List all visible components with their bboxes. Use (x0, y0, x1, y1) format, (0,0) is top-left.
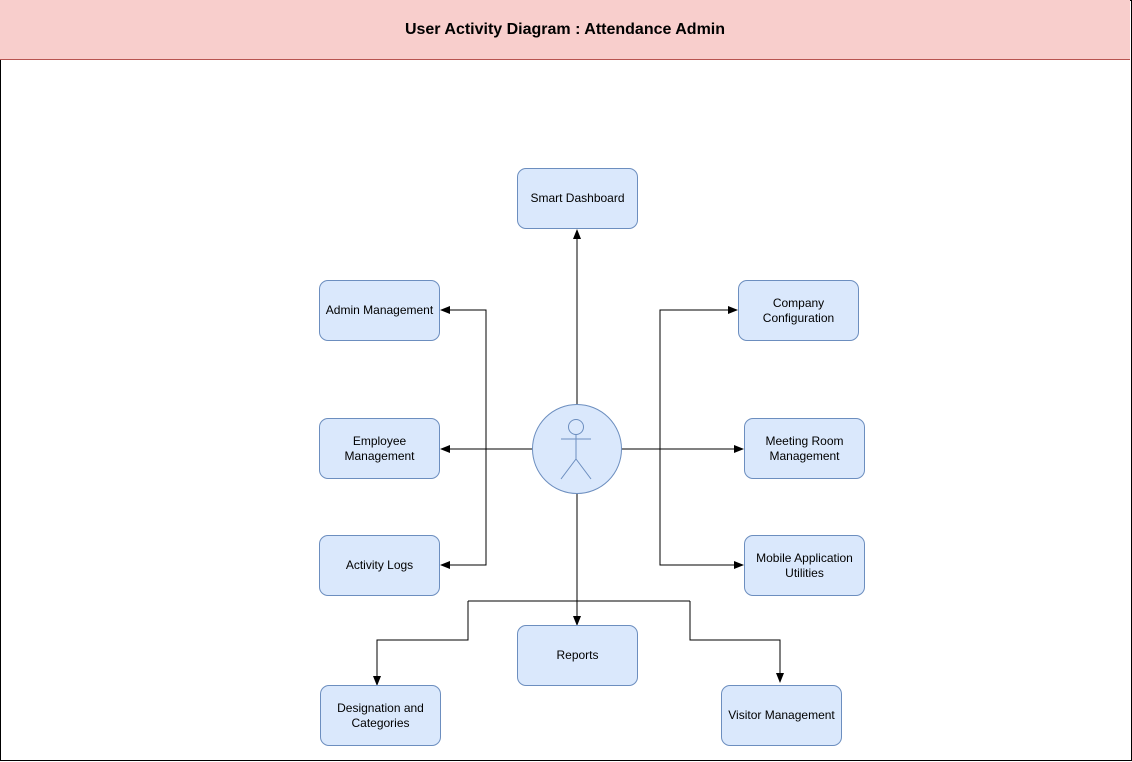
edge-to-company-configuration (659, 306, 738, 449)
node-smart-dashboard[interactable]: Smart Dashboard (517, 168, 638, 229)
node-activity-logs[interactable]: Activity Logs (319, 535, 440, 596)
node-designation-and-categories[interactable]: Designation and Categories (320, 685, 441, 746)
edge-to-designation-and-categories (373, 601, 469, 686)
edge-to-mobile-application-utilities (659, 449, 744, 569)
diagram-title: User Activity Diagram : Attendance Admin (404, 20, 726, 38)
diagram-header: User Activity Diagram : Attendance Admin (0, 0, 1130, 60)
stick-figure-actor-icon (560, 419, 592, 480)
node-visitor-management[interactable]: Visitor Management (721, 685, 842, 746)
edge-to-visitor-management (689, 601, 784, 683)
node-admin-management[interactable]: Admin Management (319, 280, 440, 341)
edge-to-admin-management (440, 306, 487, 449)
node-reports[interactable]: Reports (517, 625, 638, 686)
actor-node[interactable] (532, 404, 622, 494)
node-employee-management[interactable]: Employee Management (319, 418, 440, 479)
node-company-configuration[interactable]: Company Configuration (738, 280, 859, 341)
node-meeting-room-management[interactable]: Meeting Room Management (744, 418, 865, 479)
node-mobile-application-utilities[interactable]: Mobile Application Utilities (744, 535, 865, 596)
edge-to-activity-logs (440, 449, 487, 569)
